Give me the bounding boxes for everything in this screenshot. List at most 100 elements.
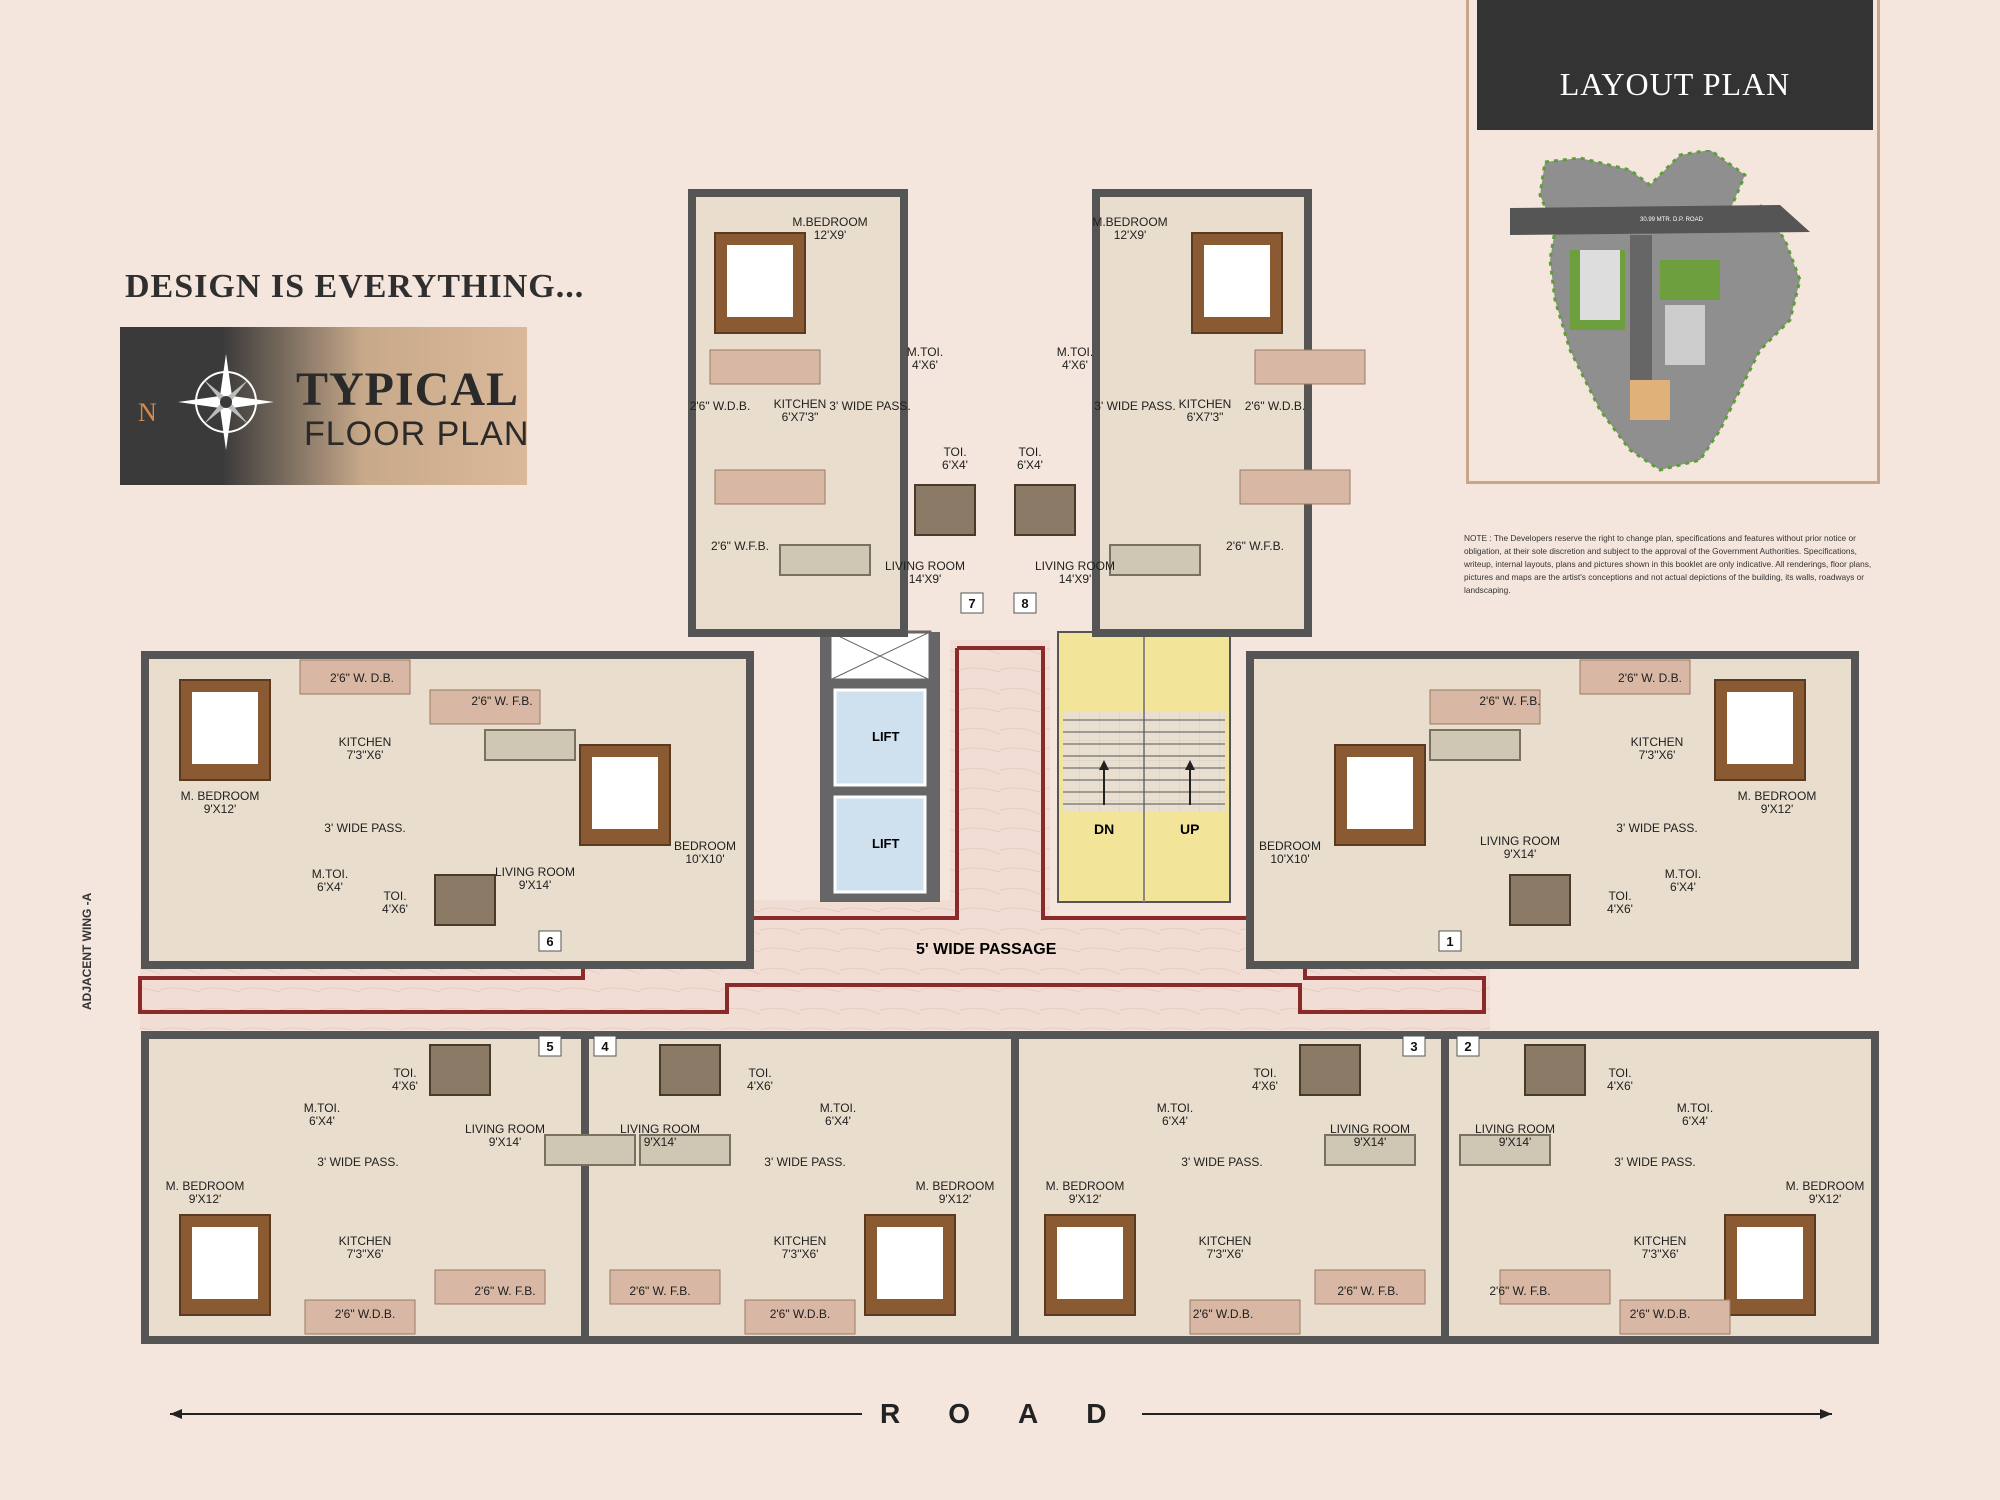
room-label: M.TOI.6'X4' (1157, 1101, 1193, 1128)
balcony-area (714, 469, 826, 505)
room-name: 3' WIDE PASS. (317, 1155, 398, 1169)
balcony-area (1189, 1299, 1301, 1335)
dining-table-icon (1524, 1044, 1586, 1096)
room-label: M.TOI.6'X4' (1677, 1101, 1713, 1128)
room-name: LIVING ROOM (620, 1122, 700, 1136)
room-dimension: 4'X6' (382, 902, 408, 916)
balcony-area (429, 689, 541, 725)
room-dimension: 9'X12' (204, 802, 237, 816)
room-label: 3' WIDE PASS. (317, 1155, 398, 1169)
room-name: 2'6" W.F.B. (711, 539, 769, 553)
dining-table-icon (1299, 1044, 1361, 1096)
room-dimension: 9'X12' (1809, 1192, 1842, 1206)
flat-number: 1 (1446, 934, 1453, 949)
room-name: LIVING ROOM (465, 1122, 545, 1136)
balcony-area (709, 349, 821, 385)
bed-sheet (192, 692, 258, 764)
room-dimension: 4'X6' (747, 1079, 773, 1093)
room-dimension: 4'X6' (1252, 1079, 1278, 1093)
staircase: DN UP (1057, 631, 1231, 903)
sofa-icon (639, 1134, 731, 1166)
room-name: TOI. (748, 1066, 771, 1080)
dining-table-icon (914, 484, 976, 536)
road-arrow (170, 1409, 1832, 1419)
room-label: 2'6" W. D.B. (330, 671, 394, 685)
room-label: 3' WIDE PASS. (1094, 399, 1175, 413)
flat-number: 6 (546, 934, 553, 949)
room-label: TOI.4'X6' (1607, 1066, 1633, 1093)
room-name: TOI. (393, 1066, 416, 1080)
room-dimension: 6'X4' (309, 1114, 335, 1128)
lift-1-label: LIFT (872, 729, 899, 744)
room-dimension: 4'X6' (1062, 358, 1088, 372)
layout-plan-heading: LAYOUT PLAN (1559, 66, 1791, 102)
room-label: M.TOI.6'X4' (312, 867, 348, 894)
room-name: 3' WIDE PASS. (1181, 1155, 1262, 1169)
title-panel (120, 327, 527, 485)
flat-number-box (593, 1035, 617, 1057)
compass-north-label: N (138, 398, 157, 427)
room-label: 2'6" W.D.B. (690, 399, 751, 413)
room-label: TOI.4'X6' (747, 1066, 773, 1093)
bed-sheet (192, 1227, 258, 1299)
room-name: 2'6" W. F.B. (1337, 1284, 1398, 1298)
room-name: 2'6" W. D.B. (1618, 671, 1682, 685)
room-name: 2'6" W. F.B. (1489, 1284, 1550, 1298)
room-name: TOI. (1253, 1066, 1276, 1080)
balcony-area (299, 659, 411, 695)
balcony-area (1499, 1269, 1611, 1305)
room-dimension: 7'3"X6' (1207, 1247, 1244, 1261)
room-name: 2'6" W.D.B. (1193, 1307, 1254, 1321)
room-name: LIVING ROOM (885, 559, 965, 573)
bed-sheet (1737, 1227, 1803, 1299)
dining-table-icon (429, 1044, 491, 1096)
room-name: KITCHEN (774, 1234, 827, 1248)
room-name: 2'6" W.F.B. (1226, 539, 1284, 553)
room-name: M.TOI. (820, 1101, 856, 1115)
flat-number: 8 (1021, 596, 1028, 611)
room-name: LIVING ROOM (1480, 834, 1560, 848)
balcony-area (1254, 349, 1366, 385)
room-label: 3' WIDE PASS. (764, 1155, 845, 1169)
flat-number: 2 (1464, 1039, 1471, 1054)
room-dimension: 6'X4' (1670, 880, 1696, 894)
room-dimension: 4'X6' (392, 1079, 418, 1093)
room-label: TOI.4'X6' (392, 1066, 418, 1093)
sofa-icon (1459, 1134, 1551, 1166)
room-label: TOI.4'X6' (382, 889, 408, 916)
room-dimension: 6'X4' (1017, 458, 1043, 472)
adjacent-wing-label: ADJACENT WING -A (80, 892, 94, 1010)
room-dimension: 7'3"X6' (1642, 1247, 1679, 1261)
room-name: KITCHEN (339, 1234, 392, 1248)
room-label: 3' WIDE PASS. (829, 399, 910, 413)
room-name: M. BEDROOM (916, 1179, 995, 1193)
room-label: 3' WIDE PASS. (1181, 1155, 1262, 1169)
room-label: TOI.4'X6' (1252, 1066, 1278, 1093)
room-name: KITCHEN (1199, 1234, 1252, 1248)
bed-sheet (1057, 1227, 1123, 1299)
balcony-area (609, 1269, 721, 1305)
room-label: 2'6" W. F.B. (1489, 1284, 1550, 1298)
room-name: KITCHEN (1634, 1234, 1687, 1248)
bed-sheet (1204, 245, 1270, 317)
room-name: 3' WIDE PASS. (324, 821, 405, 835)
room-name: 3' WIDE PASS. (764, 1155, 845, 1169)
balcony-area (744, 1299, 856, 1335)
room-label: 2'6" W. F.B. (471, 694, 532, 708)
flat-number: 5 (546, 1039, 553, 1054)
room-name: TOI. (383, 889, 406, 903)
flat-number-box (1456, 1035, 1480, 1057)
